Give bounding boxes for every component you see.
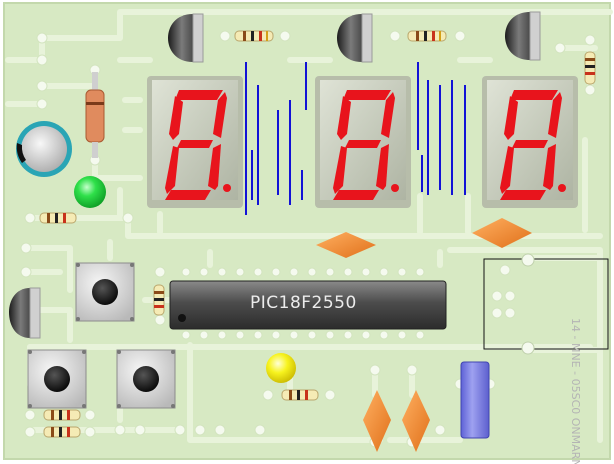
digit-1-segment-a: [175, 90, 223, 100]
digit-2-segment-d: [333, 190, 379, 200]
resistor-icon: [43, 409, 81, 421]
push-button-icon[interactable]: [75, 262, 135, 322]
led-icon: [74, 176, 106, 208]
transistor-icon: [337, 13, 373, 63]
resistor-icon: [39, 212, 77, 224]
digit-2-segment-g: [345, 140, 381, 148]
connector-outline: [483, 253, 609, 355]
resistor-icon: [153, 284, 165, 316]
resistor-icon: [85, 72, 105, 158]
digit-1-segment-e: [165, 146, 179, 194]
digit-1-segment-f: [169, 96, 183, 140]
jumper-wires: [245, 62, 466, 301]
digit-1-segment-g: [177, 140, 213, 148]
resistor-icon: [234, 30, 274, 42]
digit-2-segment-f: [337, 96, 351, 140]
digit-2-segment-a: [343, 90, 391, 100]
crystal-capacitor-icon: [316, 218, 532, 258]
push-button-icon[interactable]: [27, 349, 87, 409]
digit-1-segment-c: [208, 144, 221, 190]
resistor-icon: [43, 426, 81, 438]
digit-3-segment-a: [510, 90, 558, 100]
resistor-icon: [281, 389, 319, 401]
chip-part-number: PIC18F2550: [250, 293, 357, 313]
crystal-capacitor-icon: [363, 390, 430, 452]
digit-3-segment-e: [500, 146, 514, 194]
digit-1-decimal-point: [223, 184, 231, 192]
digit-2-segment-c: [376, 144, 389, 190]
digit-1-segment-d: [165, 190, 211, 200]
transistor-icon: [9, 287, 41, 339]
digit-3-segment-b: [548, 92, 562, 138]
solder-pads: [20, 30, 596, 448]
ic-chip-icon: [169, 280, 447, 330]
digit-2-segment-b: [381, 92, 395, 138]
digit-2-decimal-point: [391, 184, 399, 192]
digit-3-segment-d: [500, 190, 546, 200]
chip-pins: [181, 267, 425, 340]
digit-3-decimal-point: [558, 184, 566, 192]
push-button-icon[interactable]: [116, 349, 176, 409]
digit-2-segment-e: [333, 146, 347, 194]
led-icon: [266, 353, 296, 383]
display-segments: [165, 90, 566, 200]
digit-1-segment-b: [213, 92, 227, 138]
transistor-icon: [168, 13, 204, 63]
digit-3-segment-g: [512, 140, 548, 148]
transistor-icon: [505, 11, 541, 61]
blue-component-icon: [460, 361, 490, 439]
capacitor-icon: [16, 121, 72, 177]
resistor-icon: [407, 30, 447, 42]
resistor-icon: [584, 51, 596, 85]
digit-3-segment-c: [543, 144, 556, 190]
silkscreen-text: 14 - MNE - 05SC0 ONMARNAR: [569, 318, 582, 464]
digit-3-segment-f: [504, 96, 518, 140]
